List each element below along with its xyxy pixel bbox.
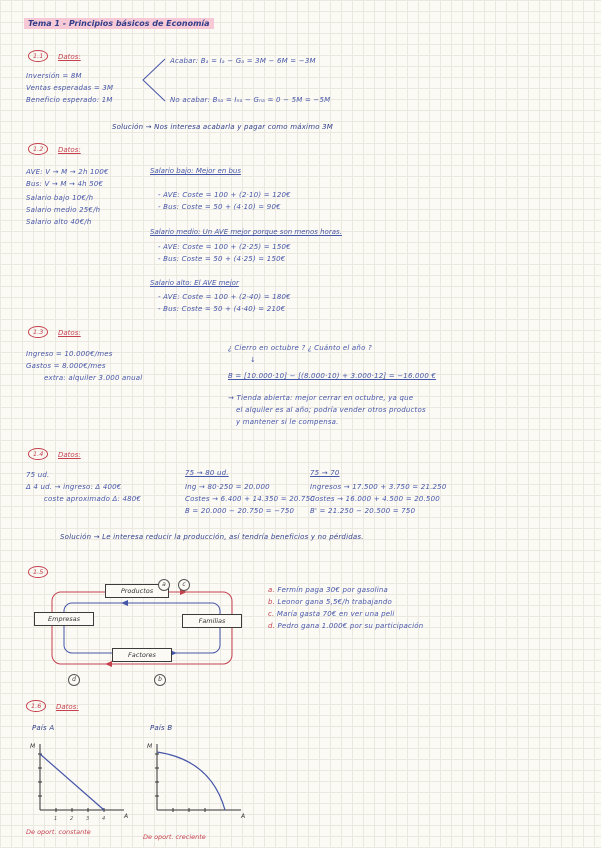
flow-item-letter: b. — [268, 598, 276, 606]
x-tick-label: 1 — [54, 816, 57, 822]
datos-line: Ingreso = 10.000€/mes — [26, 350, 113, 358]
section-badge-1-5: 1.5 — [28, 566, 49, 578]
column-line: Costes → 16.000 + 4.500 = 20.500 — [310, 495, 440, 503]
section-badge-1-4: 1.4 — [28, 448, 49, 460]
column-line: B' = 21.250 − 20.500 = 750 — [310, 507, 416, 515]
datos-line: Salario bajo 10€/h — [26, 194, 94, 202]
ppf-graph-a: M 1 2 3 4 A — [30, 743, 128, 822]
flow-item-text: Pedro gana 1.000€ por su participación — [277, 622, 424, 630]
section-label-datos-1-6: Datos: — [56, 703, 79, 711]
datos-line: 75 ud. — [26, 471, 50, 479]
x-tick-label: 4 — [102, 816, 105, 822]
ppf-line-constant — [39, 753, 105, 811]
box-factores: Factores — [112, 648, 172, 662]
case-header: Salario alto: El AVE mejor — [150, 279, 239, 287]
case-line: - Bus: Coste = 50 + (4·40) = 210€ — [158, 305, 286, 313]
graph-b-caption: De oport. creciente — [143, 833, 206, 841]
flow-item: d. Pedro gana 1.000€ por su participació… — [268, 622, 423, 630]
case-header: Salario bajo: Mejor en bus — [150, 167, 242, 175]
column-line: Ing → 80·250 = 20.000 — [185, 483, 270, 491]
column-line: Costes → 6.400 + 14.350 = 20.750 — [185, 495, 315, 503]
x-axis-label: A — [240, 813, 245, 820]
column-line: Ingresos → 17.500 + 3.750 = 21.250 — [310, 483, 447, 491]
section-badge-1-2: 1.2 — [28, 143, 49, 155]
datos-line: AVE: V → M → 2h 100€ — [26, 168, 109, 176]
datos-line: Beneficio esperado: 1M — [26, 96, 113, 104]
solution-line: Solución → Le interesa reducir la produc… — [60, 533, 364, 541]
case-line: - AVE: Coste = 100 + (2·25) = 150€ — [158, 243, 291, 251]
section-label-datos-1-4: Datos: — [58, 451, 81, 459]
column-line: B = 20.000 − 20.750 = −750 — [185, 507, 295, 515]
down-arrow-icon: ↓ — [250, 356, 257, 364]
ppf-curve-increasing — [156, 751, 226, 811]
calc-line: Acabar: Bₐ = Iₐ − Gₐ = 3M − 6M = −3M — [170, 57, 316, 65]
datos-line: Gastos = 8.000€/mes — [26, 362, 106, 370]
question-line: ¿ Cierro en octubre ? ¿ Cuánto el año ? — [228, 344, 372, 352]
column-header: 75 → 70 — [310, 469, 340, 477]
datos-line: coste aproximado Δ: 480€ — [44, 495, 142, 503]
arrowhead-red-bottom — [105, 661, 112, 667]
datos-line: Bus: V → M → 4h 50€ — [26, 180, 104, 188]
section-badge-1-6: 1.6 — [26, 700, 47, 712]
flow-item-text: María gasta 70€ en ver una peli — [276, 610, 395, 618]
section-label-datos-1-3: Datos: — [58, 329, 81, 337]
page-title: Tema 1 - Principios básicos de Economía — [24, 18, 214, 29]
datos-line: extra: alquiler 3.000 anual — [44, 374, 143, 382]
flow-item-letter: d. — [268, 622, 276, 630]
flow-letter-b: b — [154, 674, 166, 686]
flow-item: a. Fermín paga 30€ por gasolina — [268, 586, 388, 594]
y-axis-label: M — [147, 743, 153, 750]
x-axis-label: A — [123, 813, 128, 820]
flow-item: b. Leonor gana 5,5€/h trabajando — [268, 598, 392, 606]
brace-icon — [142, 58, 166, 102]
box-familias: Familias — [182, 614, 242, 628]
case-line: - AVE: Coste = 100 + (2·40) = 180€ — [158, 293, 291, 301]
flow-item-letter: a. — [268, 586, 275, 594]
box-empresas: Empresas — [34, 612, 94, 626]
circular-flow-diagram: Productos Empresas Familias Factores a c… — [30, 578, 265, 690]
flow-letter-c: c — [178, 579, 190, 591]
section-badge-1-1: 1.1 — [28, 50, 49, 62]
country-a-label: País A — [32, 724, 55, 732]
flow-letter-d: d — [68, 674, 80, 686]
datos-line: Ventas esperadas = 3M — [26, 84, 114, 92]
case-line: - AVE: Coste = 100 + (2·10) = 120€ — [158, 191, 291, 199]
solution-line: Solución → Nos interesa acabarla y pagar… — [112, 123, 334, 131]
note-line: el alquiler es al año; podría vender otr… — [236, 406, 426, 414]
ppf-graph-b: M A — [147, 743, 245, 820]
case-header: Salario medio: Un AVE mejor porque son m… — [150, 228, 342, 236]
brace-path — [142, 58, 166, 102]
datos-line: Salario medio 25€/h — [26, 206, 101, 214]
case-line: - Bus: Coste = 50 + (4·10) = 90€ — [158, 203, 281, 211]
section-label-datos-1-2: Datos: — [58, 146, 81, 154]
flow-item-letter: c. — [268, 610, 275, 618]
arrowhead-blue-top — [121, 600, 128, 606]
flow-letter-a: a — [158, 579, 170, 591]
box-productos: Productos — [105, 584, 169, 598]
country-b-label: País B — [150, 724, 173, 732]
y-axis-label: M — [30, 743, 36, 750]
note-line: → Tienda abierta: mejor cerrar en octubr… — [228, 394, 414, 402]
flow-item-text: Leonor gana 5,5€/h trabajando — [277, 598, 392, 606]
inner-flow-loop — [63, 602, 221, 654]
x-tick-label: 3 — [86, 816, 89, 822]
formula-line: B = [10.000·10] − [(8.000·10) + 3.000·12… — [228, 372, 437, 380]
section-badge-1-3: 1.3 — [28, 326, 49, 338]
datos-line: Inversión = 8M — [26, 72, 82, 80]
x-tick-label: 2 — [70, 816, 73, 822]
case-line: - Bus: Coste = 50 + (4·25) = 150€ — [158, 255, 286, 263]
note-line: y mantener si le compensa. — [236, 418, 339, 426]
flow-item: c. María gasta 70€ en ver una peli — [268, 610, 395, 618]
datos-line: Salario alto 40€/h — [26, 218, 92, 226]
section-label-datos-1-1: Datos: — [58, 53, 81, 61]
column-header: 75 → 80 ud. — [185, 469, 229, 477]
flow-item-text: Fermín paga 30€ por gasolina — [277, 586, 388, 594]
graph-a-caption: De oport. constante — [26, 828, 91, 836]
calc-line: No acabar: Bₙₐ = Iₙₐ − Gₙₐ = 0 − 5M = −5… — [170, 96, 331, 104]
datos-line: Δ 4 ud. → ingreso: Δ 400€ — [26, 483, 122, 491]
